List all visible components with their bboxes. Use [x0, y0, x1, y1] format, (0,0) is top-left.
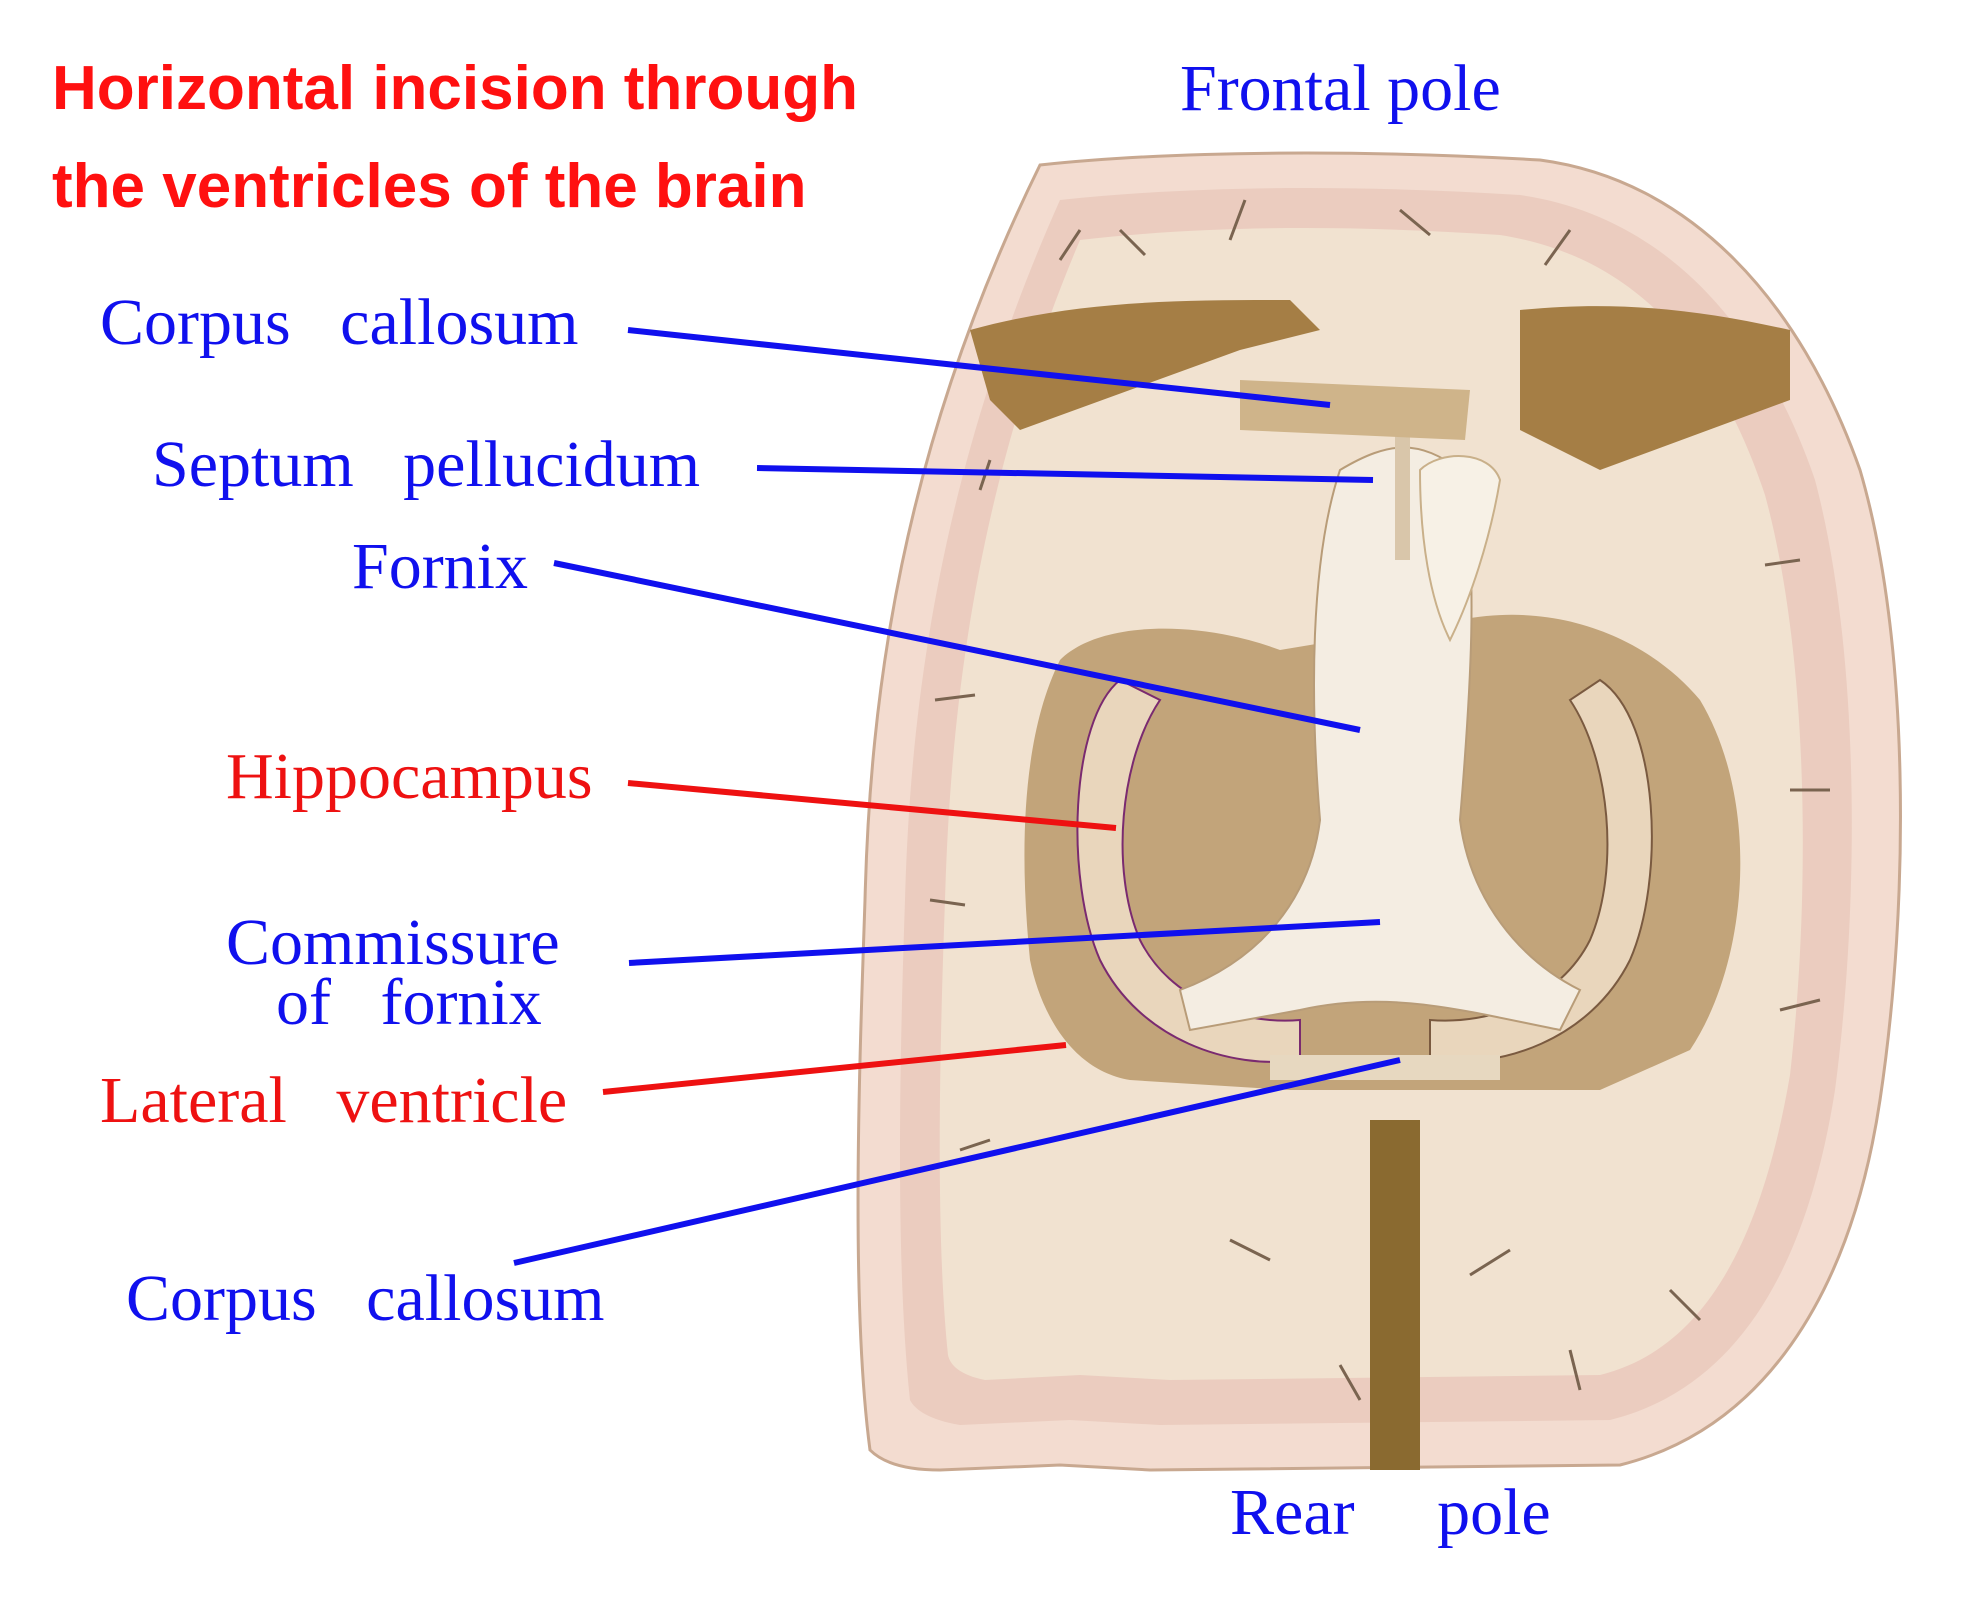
title-line-2: the ventricles of the brain	[52, 152, 807, 221]
frontal-cut-band	[970, 300, 1320, 430]
rear-midline-cleft	[1370, 1120, 1420, 1470]
leader-commissure-of-fornix	[628, 919, 1381, 966]
corpus-callosum-front-label: Corpus callosum	[100, 286, 579, 359]
title-line-1: Horizontal incision through	[52, 54, 858, 123]
commissure-label-line-1: Commissure	[226, 906, 560, 979]
commissure-label-line-2: of fornix	[276, 966, 542, 1039]
leader-septum-pellucidum	[756, 465, 1374, 483]
leader-corpus-callosum-front	[627, 327, 1331, 408]
lateral-ventricle-label: Lateral ventricle	[100, 1064, 568, 1137]
leader-hippocampus	[627, 780, 1117, 831]
corpus-callosum-rear-label: Corpus callosum	[126, 1262, 605, 1335]
fornix-label: Fornix	[352, 530, 529, 603]
sulci-marks	[929, 199, 1830, 1401]
septum-pellucidum-label: Septum pellucidum	[152, 428, 701, 501]
rear-pole-label: Rear pole	[1230, 1476, 1551, 1549]
septum-pellucidum-shape	[1395, 430, 1410, 560]
corpus-callosum-front-shape	[1240, 380, 1470, 440]
leader-fornix	[553, 560, 1361, 733]
hippocampus-label: Hippocampus	[226, 740, 593, 813]
leader-lateral-ventricle	[602, 1042, 1067, 1095]
leader-corpus-callosum-rear	[513, 1057, 1401, 1266]
frontal-pole-label: Frontal pole	[1180, 52, 1501, 125]
